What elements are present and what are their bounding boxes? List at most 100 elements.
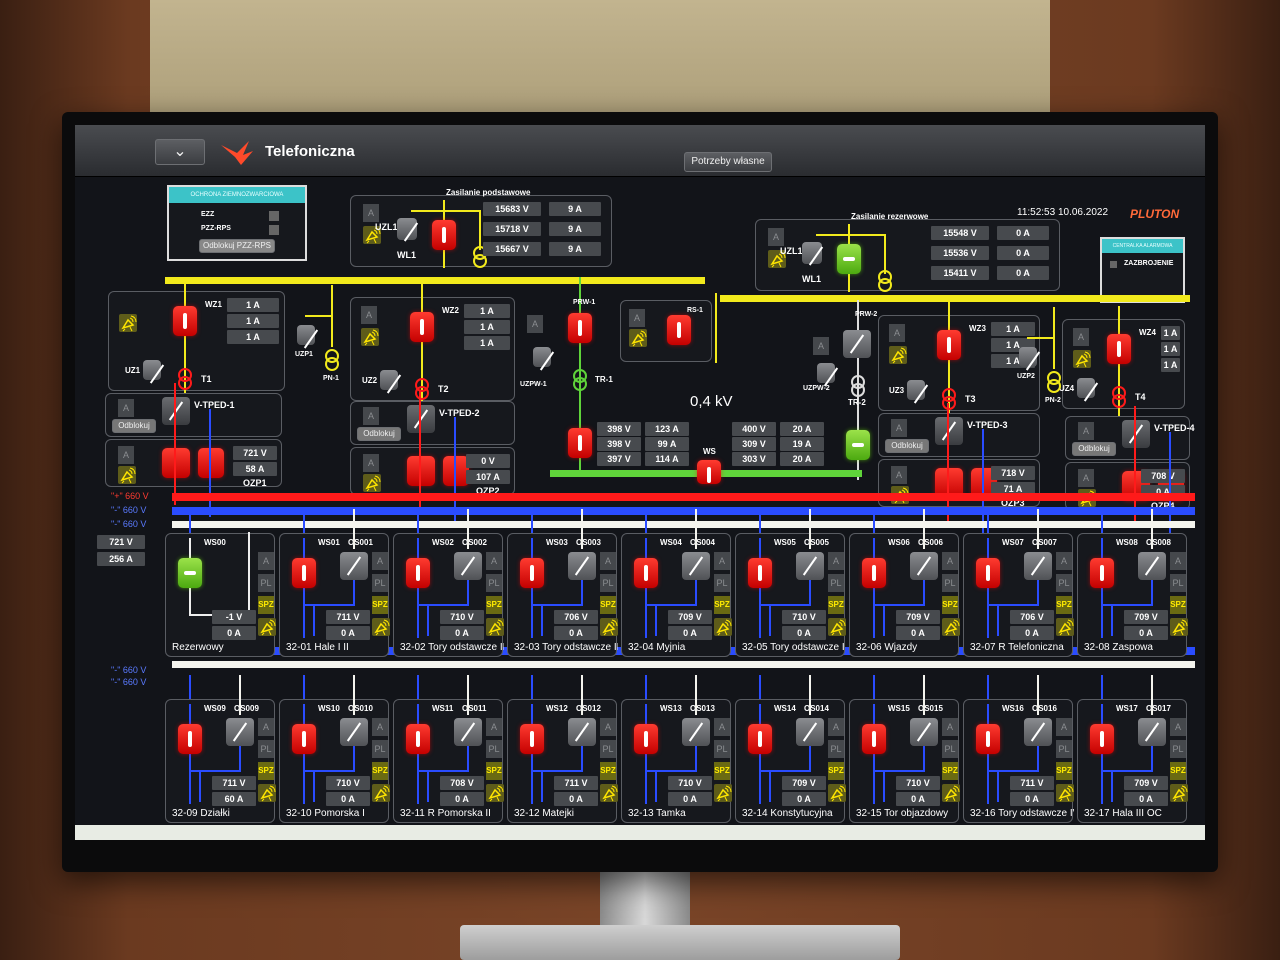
menu-dropdown-button[interactable]: ⌄ — [155, 139, 205, 165]
lv-right-breaker[interactable] — [846, 430, 870, 460]
bay-breaker[interactable] — [1107, 334, 1131, 364]
feeder-auto-button[interactable]: A — [714, 718, 730, 736]
uzpw1-switch[interactable] — [533, 347, 551, 367]
auto-mode-button[interactable]: A — [1078, 469, 1094, 487]
own-needs-button[interactable]: Potrzeby własne — [684, 152, 772, 172]
antenna-icon[interactable] — [629, 329, 647, 347]
antenna-icon[interactable] — [1170, 784, 1188, 802]
feeder-local-button[interactable]: PL — [372, 740, 388, 758]
antenna-icon[interactable] — [119, 314, 137, 332]
feeder-reclose-button[interactable]: SPZ — [258, 596, 274, 614]
bay-breaker[interactable] — [937, 330, 961, 360]
rs1-breaker[interactable] — [667, 315, 691, 345]
rectifier-icon[interactable] — [935, 417, 963, 445]
earth-switch[interactable] — [143, 360, 161, 380]
feeder-local-button[interactable]: PL — [258, 740, 274, 758]
antenna-icon[interactable] — [1170, 618, 1188, 636]
antenna-icon[interactable] — [486, 784, 504, 802]
rectifier-icon[interactable] — [162, 397, 190, 425]
feeder-auto-button[interactable]: A — [1170, 718, 1186, 736]
feeder-local-button[interactable]: PL — [1056, 740, 1072, 758]
bay-breaker[interactable] — [410, 312, 434, 342]
feeder-reclose-button[interactable]: SPZ — [1056, 762, 1072, 780]
antenna-icon[interactable] — [600, 618, 618, 636]
unlock-button[interactable]: Odblokuj — [885, 439, 929, 453]
feeder-auto-button[interactable]: A — [600, 718, 616, 736]
antenna-icon[interactable] — [361, 328, 379, 346]
lv-left-breaker[interactable] — [568, 428, 592, 458]
feeder-disconnector[interactable] — [454, 718, 482, 746]
antenna-icon[interactable] — [768, 250, 786, 268]
ozp-minus-breaker[interactable] — [443, 456, 469, 486]
auto-mode-button[interactable]: A — [361, 306, 377, 324]
feeder-local-button[interactable]: PL — [1170, 574, 1186, 592]
supply-breaker[interactable] — [837, 244, 861, 274]
feeder-reclose-button[interactable]: SPZ — [1170, 762, 1186, 780]
feeder-auto-button[interactable]: A — [1170, 552, 1186, 570]
feeder-auto-button[interactable]: A — [258, 718, 274, 736]
antenna-icon[interactable] — [714, 618, 732, 636]
feeder-reclose-button[interactable]: SPZ — [714, 762, 730, 780]
antenna-icon[interactable] — [486, 618, 504, 636]
unlock-pzz-rps-button[interactable]: Odblokuj PZZ-RPS — [199, 239, 275, 253]
feeder-auto-button[interactable]: A — [942, 552, 958, 570]
antenna-icon[interactable] — [942, 618, 960, 636]
feeder-auto-button[interactable]: A — [828, 718, 844, 736]
unlock-button[interactable]: Odblokuj — [357, 427, 401, 441]
feeder-disconnector[interactable] — [682, 718, 710, 746]
disconnector-switch[interactable] — [397, 218, 417, 240]
antenna-icon[interactable] — [1056, 618, 1074, 636]
feeder-breaker[interactable] — [634, 558, 658, 588]
prw2-switch[interactable] — [843, 330, 871, 358]
antenna-icon[interactable] — [600, 784, 618, 802]
earth-switch[interactable] — [1077, 378, 1095, 398]
ozp-plus-breaker[interactable] — [162, 448, 190, 478]
antenna-icon[interactable] — [889, 346, 907, 364]
auto-mode-button[interactable]: A — [629, 309, 645, 327]
feeder-reclose-button[interactable]: SPZ — [942, 762, 958, 780]
feeder-disconnector[interactable] — [568, 718, 596, 746]
rectifier-icon[interactable] — [407, 405, 435, 433]
feeder-reclose-button[interactable]: SPZ — [486, 596, 502, 614]
feeder-reclose-button[interactable]: SPZ — [372, 596, 388, 614]
auto-mode-button[interactable]: A — [118, 399, 134, 417]
auto-mode-button[interactable]: A — [1078, 422, 1094, 440]
feeder-reclose-button[interactable]: SPZ — [942, 596, 958, 614]
feeder-auto-button[interactable]: A — [600, 552, 616, 570]
antenna-icon[interactable] — [118, 466, 136, 484]
feeder-auto-button[interactable]: A — [828, 552, 844, 570]
feeder-auto-button[interactable]: A — [486, 718, 502, 736]
feeder-breaker[interactable] — [406, 558, 430, 588]
earth-switch[interactable] — [380, 370, 398, 390]
feeder-local-button[interactable]: PL — [942, 574, 958, 592]
feeder-disconnector[interactable] — [568, 552, 596, 580]
feeder-local-button[interactable]: PL — [942, 740, 958, 758]
auto-mode-button[interactable]: A — [813, 337, 829, 355]
feeder-local-button[interactable]: PL — [600, 574, 616, 592]
feeder-breaker[interactable] — [748, 724, 772, 754]
feeder-reclose-button[interactable]: SPZ — [372, 762, 388, 780]
feeder-reclose-button[interactable]: SPZ — [714, 596, 730, 614]
antenna-icon[interactable] — [258, 618, 276, 636]
antenna-icon[interactable] — [1073, 350, 1091, 368]
feeder-reclose-button[interactable]: SPZ — [828, 596, 844, 614]
feeder-local-button[interactable]: PL — [486, 574, 502, 592]
feeder-breaker[interactable] — [520, 558, 544, 588]
feeder-auto-button[interactable]: A — [258, 552, 274, 570]
feeder-disconnector[interactable] — [454, 552, 482, 580]
feeder-disconnector[interactable] — [340, 718, 368, 746]
antenna-icon[interactable] — [372, 618, 390, 636]
ozp-minus-breaker[interactable] — [198, 448, 224, 478]
feeder-breaker[interactable] — [1090, 558, 1114, 588]
feeder-auto-button[interactable]: A — [486, 552, 502, 570]
supply-breaker[interactable] — [432, 220, 456, 250]
feeder-disconnector[interactable] — [796, 552, 824, 580]
antenna-icon[interactable] — [363, 474, 381, 492]
feeder-auto-button[interactable]: A — [372, 552, 388, 570]
disconnector-switch[interactable] — [802, 242, 822, 264]
antenna-icon[interactable] — [258, 784, 276, 802]
rectifier-icon[interactable] — [1122, 420, 1150, 448]
uzpw2-switch[interactable] — [817, 363, 835, 383]
feeder-reclose-button[interactable]: SPZ — [828, 762, 844, 780]
feeder-disconnector[interactable] — [1138, 718, 1166, 746]
